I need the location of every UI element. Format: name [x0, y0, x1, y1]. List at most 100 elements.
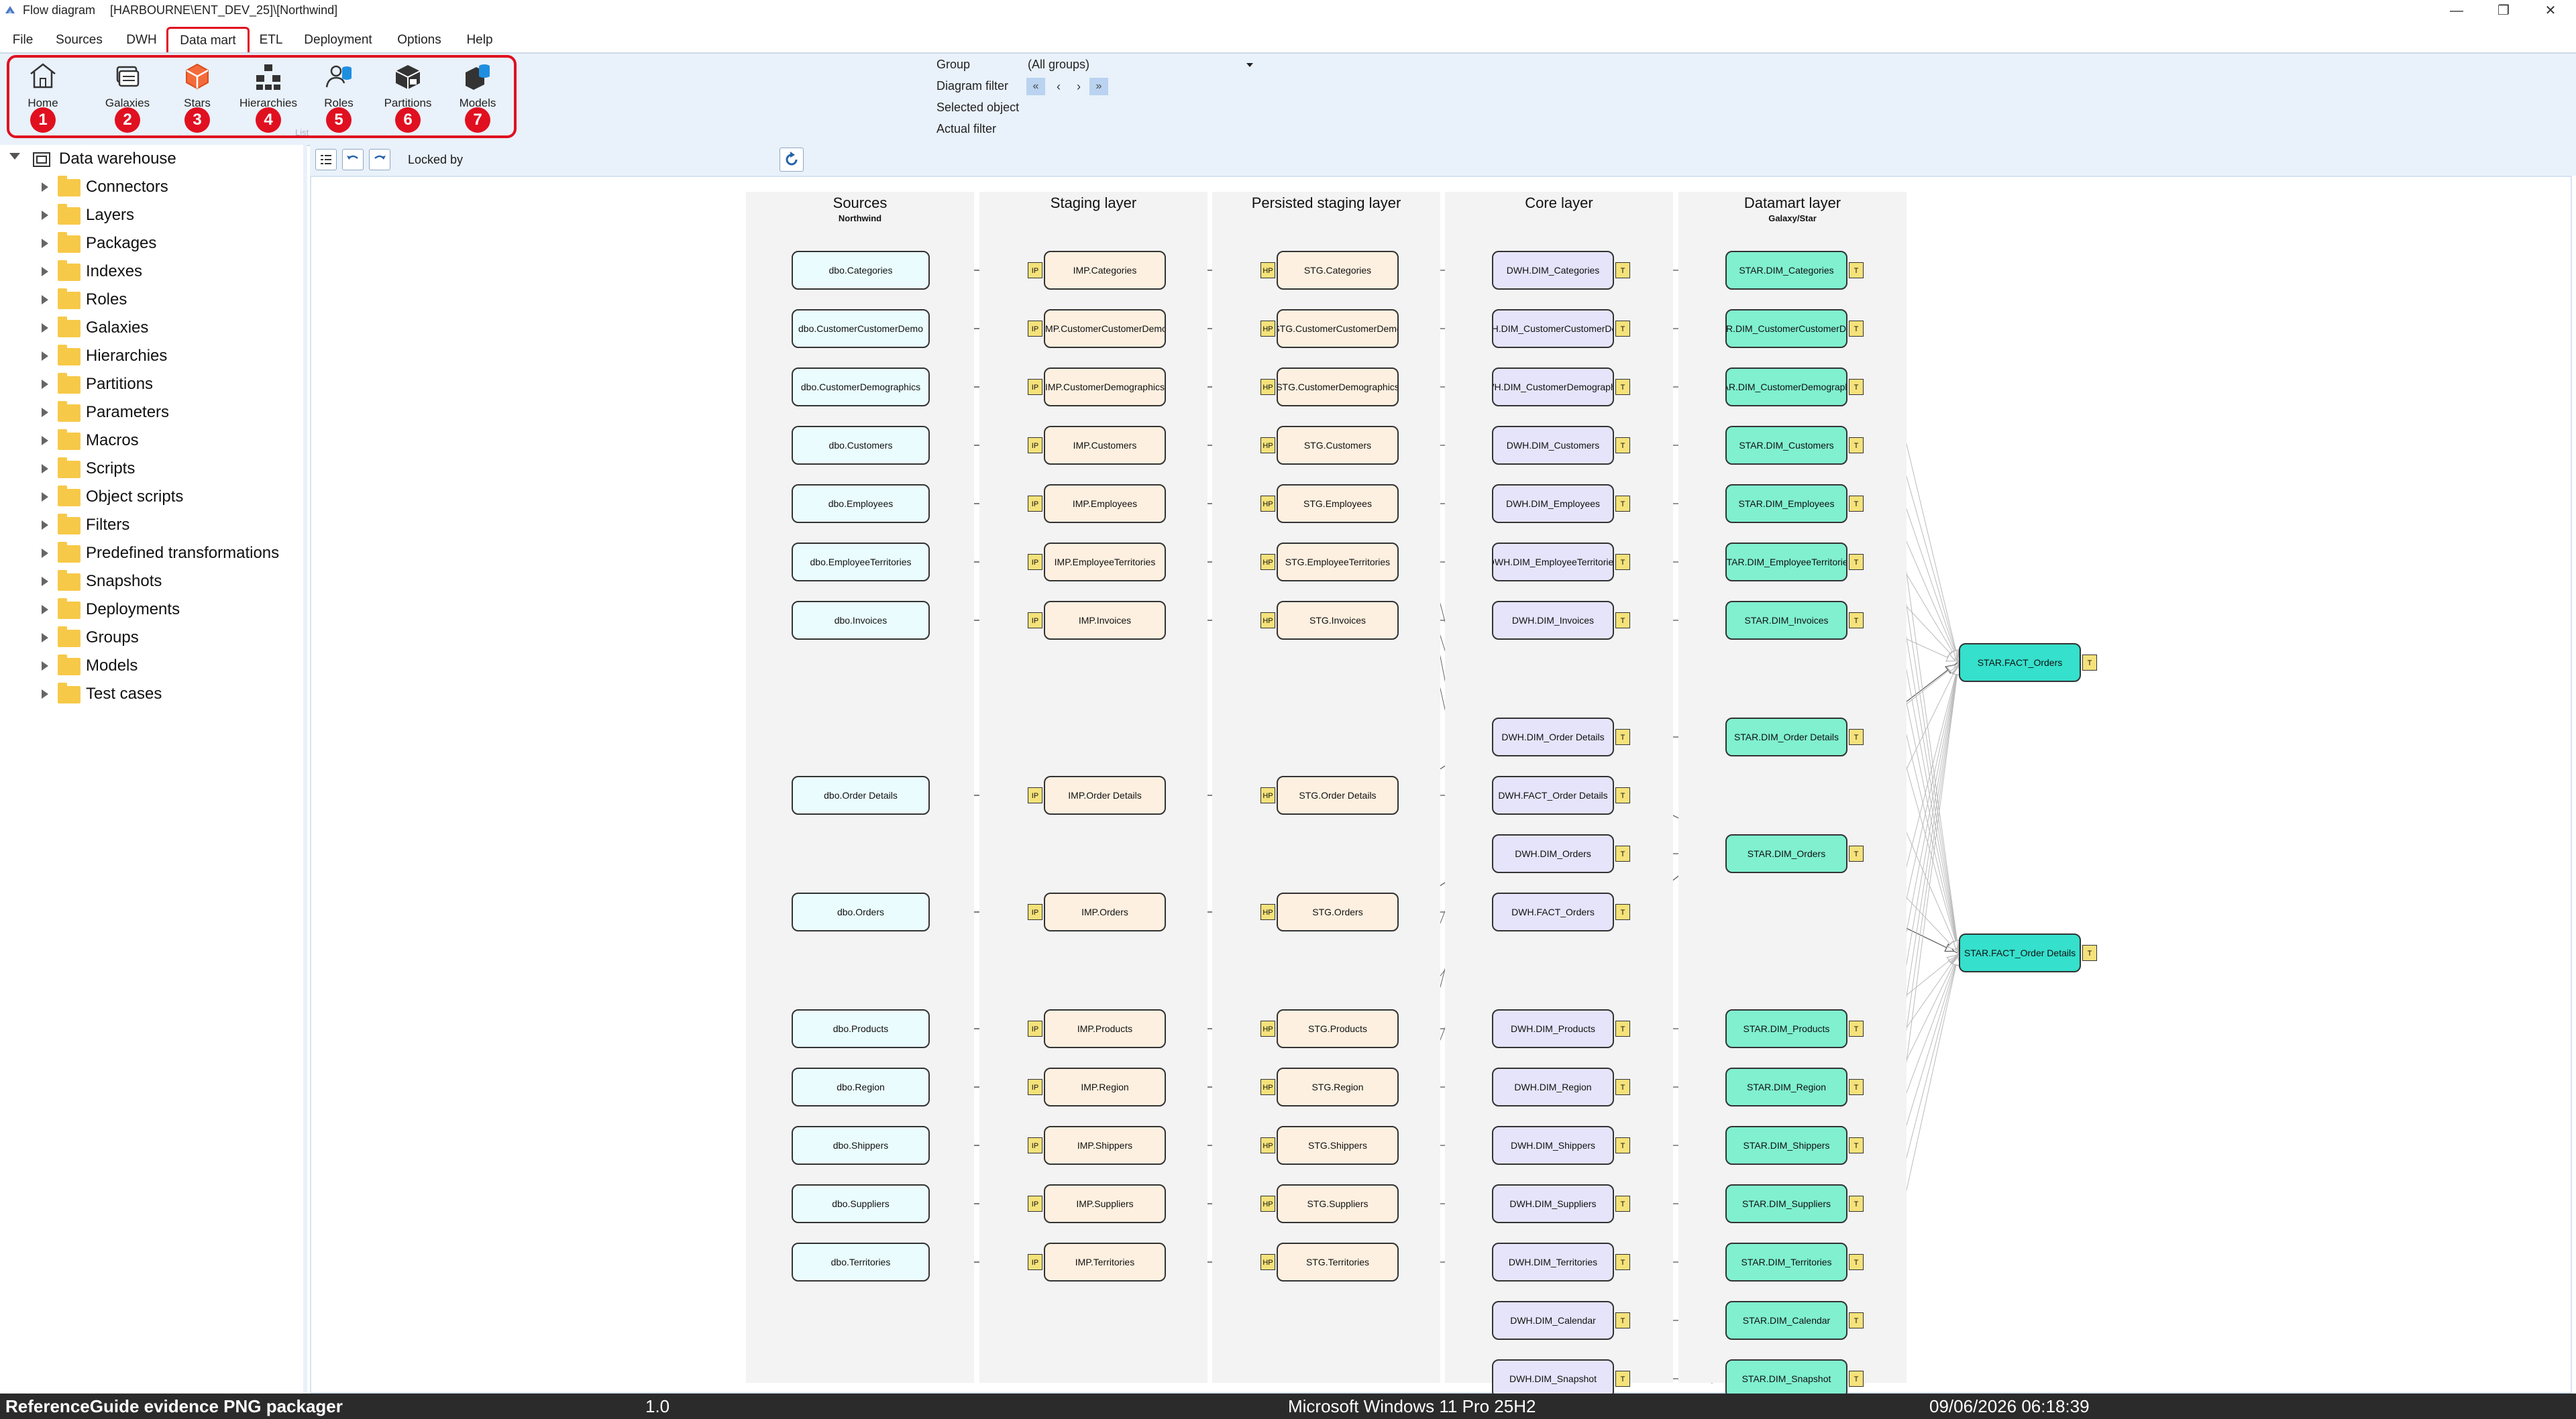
diagram-node[interactable]: dbo.Region [792, 1068, 930, 1106]
diagram-node[interactable]: STAR.DIM_Employees [1725, 484, 1847, 523]
diagram-node[interactable]: STG.Employees [1277, 484, 1399, 523]
diagram-node[interactable]: dbo.CustomerCustomerDemo [792, 309, 930, 348]
diagram-node[interactable]: STG.Customers [1277, 426, 1399, 465]
redo-button[interactable] [369, 149, 390, 170]
diagram-node[interactable]: DWH.DIM_Territories [1492, 1243, 1614, 1282]
diagram-node[interactable]: STAR.DIM_Customers [1725, 426, 1847, 465]
diagram-node[interactable]: IMP.CustomerDemographics [1044, 367, 1166, 406]
diagram-node[interactable]: dbo.Suppliers [792, 1184, 930, 1223]
diagram-node[interactable]: STAR.DIM_Snapshot [1725, 1359, 1847, 1398]
diagram-node[interactable]: STAR.FACT_Order Details [1959, 933, 2081, 972]
diagram-node[interactable]: IMP.Order Details [1044, 776, 1166, 815]
tree-expand-icon[interactable] [42, 380, 48, 389]
diagram-node[interactable]: IMP.Categories [1044, 251, 1166, 290]
diagram-node[interactable]: dbo.Categories [792, 251, 930, 290]
tree-expand-icon[interactable] [42, 577, 48, 586]
tree-item[interactable]: Layers [86, 206, 135, 224]
ribbon-hierarchies-button[interactable]: Hierarchies [235, 60, 302, 135]
diagram-node[interactable]: DWH.DIM_Suppliers [1492, 1184, 1614, 1223]
diagram-node[interactable]: dbo.Territories [792, 1243, 930, 1282]
tree-item[interactable]: Hierarchies [86, 347, 168, 365]
tree-item[interactable]: Deployments [86, 600, 180, 618]
diagram-node[interactable]: IMP.Territories [1044, 1243, 1166, 1282]
menu-sources[interactable]: Sources [56, 33, 103, 47]
tree-item[interactable]: Connectors [86, 178, 168, 196]
tree-expand-icon[interactable] [42, 689, 48, 699]
diagram-node[interactable]: IMP.Customers [1044, 426, 1166, 465]
diagram-node[interactable]: IMP.Invoices [1044, 601, 1166, 640]
diagram-node[interactable]: STG.Invoices [1277, 601, 1399, 640]
tree-expand-icon[interactable] [42, 605, 48, 614]
diagram-node[interactable]: DWH.DIM_CustomerCustomerDemo [1492, 309, 1614, 348]
tree-expand-icon[interactable] [42, 549, 48, 558]
tree-item[interactable]: Groups [86, 628, 139, 646]
diagram-node[interactable]: STG.Orders [1277, 893, 1399, 931]
diagram-node[interactable]: STG.Order Details [1277, 776, 1399, 815]
diagram-node[interactable]: DWH.DIM_Orders [1492, 834, 1614, 873]
tree-item[interactable]: Indexes [86, 262, 143, 280]
diagram-node[interactable]: dbo.Products [792, 1009, 930, 1048]
menu-file[interactable]: File [12, 33, 34, 47]
ribbon-partitions-button[interactable]: Partitions [374, 60, 441, 135]
tree-expand-icon[interactable] [42, 492, 48, 502]
tree-expand-icon[interactable] [42, 267, 48, 276]
diagram-node[interactable]: STAR.DIM_Shippers [1725, 1126, 1847, 1165]
diagram-node[interactable]: STG.Shippers [1277, 1126, 1399, 1165]
diagram-node[interactable]: dbo.Shippers [792, 1126, 930, 1165]
diagram-node[interactable]: IMP.Shippers [1044, 1126, 1166, 1165]
tree-expand-icon[interactable] [42, 464, 48, 473]
menu-dwh[interactable]: DWH [126, 33, 157, 47]
restore-button[interactable]: ❐ [2498, 3, 2510, 18]
diagram-node[interactable]: IMP.Suppliers [1044, 1184, 1166, 1223]
diagram-node[interactable]: STG.Products [1277, 1009, 1399, 1048]
tree-expand-icon[interactable] [42, 323, 48, 333]
diagram-node[interactable]: STG.Categories [1277, 251, 1399, 290]
diagram-node[interactable]: DWH.DIM_EmployeeTerritories [1492, 543, 1614, 581]
tree-expand-icon[interactable] [42, 295, 48, 304]
diagram-node[interactable]: STG.Region [1277, 1068, 1399, 1106]
ribbon-roles-button[interactable]: Roles [305, 60, 372, 135]
tree-expand-icon[interactable] [42, 239, 48, 248]
diagram-node[interactable]: dbo.Customers [792, 426, 930, 465]
tree-item[interactable]: Macros [86, 431, 139, 449]
tree-item[interactable]: Roles [86, 290, 127, 308]
diagram-node[interactable]: STG.Territories [1277, 1243, 1399, 1282]
diagram-node[interactable]: dbo.CustomerDemographics [792, 367, 930, 406]
diagram-node[interactable]: STAR.DIM_Territories [1725, 1243, 1847, 1282]
diagram-node[interactable]: STG.CustomerDemographics [1277, 367, 1399, 406]
tree-expand-icon[interactable] [42, 633, 48, 642]
diagram-node[interactable]: DWH.FACT_Order Details [1492, 776, 1614, 815]
diagram-node[interactable]: DWH.DIM_Region [1492, 1068, 1614, 1106]
tree-expand-icon[interactable] [42, 211, 48, 220]
diagram-node[interactable]: dbo.EmployeeTerritories [792, 543, 930, 581]
tree-expand-icon[interactable] [42, 182, 48, 192]
close-button[interactable]: ✕ [2544, 3, 2557, 18]
diagram-node[interactable]: dbo.Orders [792, 893, 930, 931]
tree-item[interactable]: Packages [86, 234, 157, 252]
diagram-node[interactable]: STAR.DIM_Orders [1725, 834, 1847, 873]
diagram-node[interactable]: STAR.DIM_CustomerDemographics [1725, 367, 1847, 406]
tree-expand-icon[interactable] [42, 436, 48, 445]
menu-deployment[interactable]: Deployment [304, 33, 372, 47]
diagram-node[interactable]: IMP.Products [1044, 1009, 1166, 1048]
diagram-node[interactable]: DWH.DIM_Employees [1492, 484, 1614, 523]
diagram-node[interactable]: STAR.DIM_Products [1725, 1009, 1847, 1048]
undo-button[interactable] [342, 149, 364, 170]
minimize-button[interactable]: — [2450, 3, 2463, 18]
diagram-node[interactable]: IMP.CustomerCustomerDemo [1044, 309, 1166, 348]
tree-root-label[interactable]: Data warehouse [59, 150, 176, 168]
tree-item[interactable]: Snapshots [86, 572, 162, 590]
filter-last-button[interactable]: » [1089, 78, 1108, 95]
menu-data-mart[interactable]: Data mart [166, 27, 250, 52]
diagram-node[interactable]: IMP.Region [1044, 1068, 1166, 1106]
diagram-node[interactable]: dbo.Order Details [792, 776, 930, 815]
tree-item[interactable]: Parameters [86, 403, 170, 421]
filter-prev-button[interactable]: ‹ [1057, 80, 1061, 93]
tree-item[interactable]: Scripts [86, 459, 136, 477]
diagram-node[interactable]: DWH.FACT_Orders [1492, 893, 1614, 931]
group-select[interactable]: (All groups) [1024, 56, 1257, 74]
diagram-node[interactable]: DWH.DIM_CustomerDemographics [1492, 367, 1614, 406]
diagram-node[interactable]: DWH.DIM_Categories [1492, 251, 1614, 290]
menu-options[interactable]: Options [397, 33, 441, 47]
diagram-node[interactable]: STAR.DIM_CustomerCustomerDemo [1725, 309, 1847, 348]
